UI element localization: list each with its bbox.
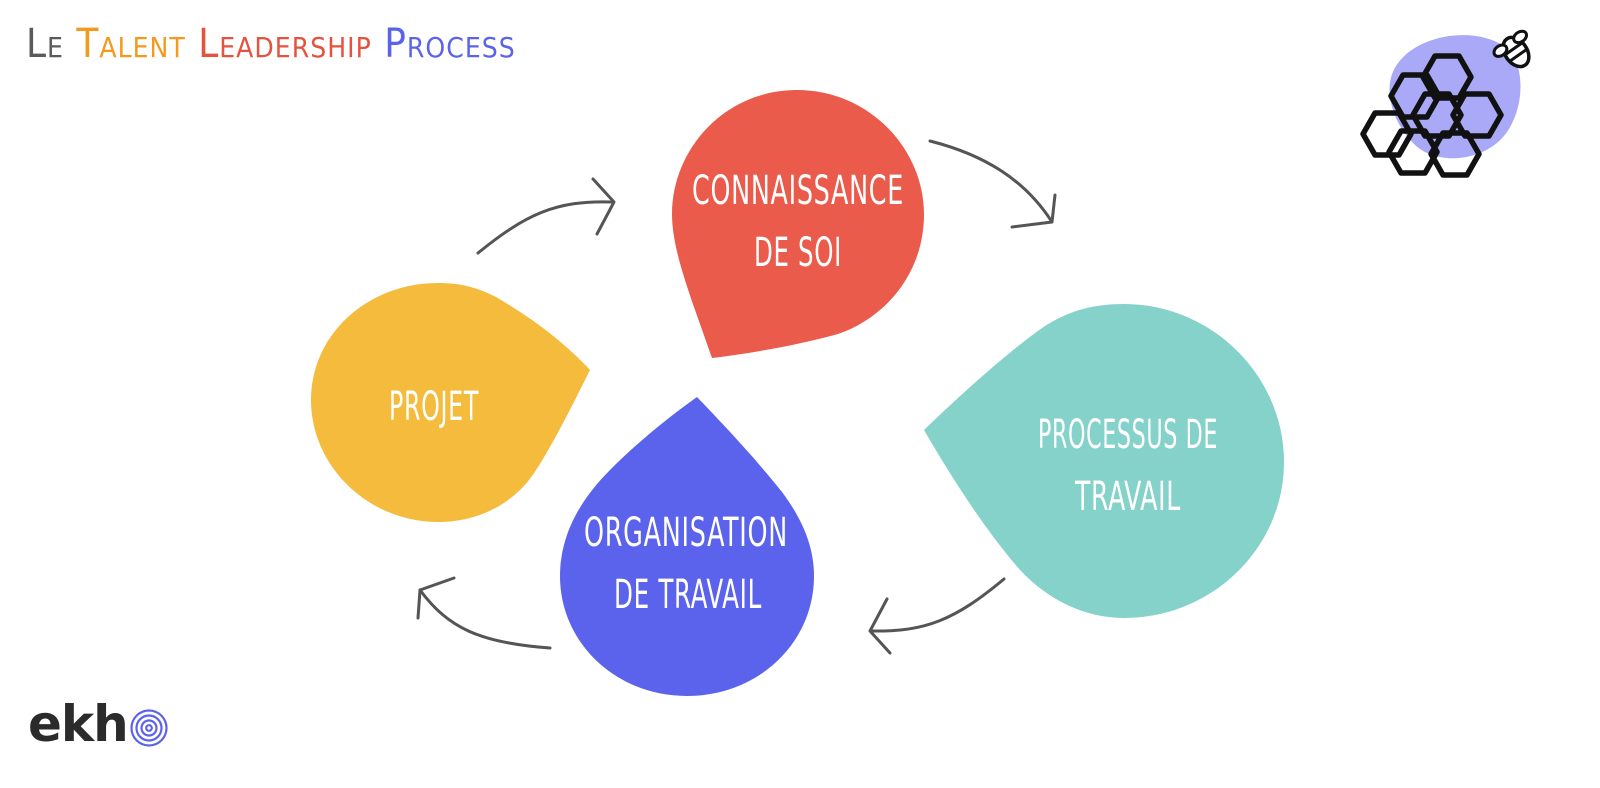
step-label-connaissance-line1: CONNAISSANCE (692, 168, 904, 214)
honeycomb-cells-icon (1360, 53, 1504, 178)
arrow-connaissance-to-processus (928, 139, 1057, 229)
arrow-processus-to-organisation (868, 577, 1006, 655)
title-word-talent: Talent (76, 21, 186, 67)
step-label-processus-line2: TRAVAIL (1074, 474, 1181, 520)
honeycomb-bee-icon (1360, 29, 1531, 178)
ekho-logo-text: ekh (28, 695, 129, 753)
bee-icon (1492, 29, 1531, 69)
step-drop-connaissance (672, 90, 924, 358)
step-drop-projet (311, 283, 590, 522)
ekho-concentric-circles-icon (130, 709, 168, 747)
title-word-process: Process (384, 21, 516, 67)
step-label-organisation-line2: DE TRAVAIL (614, 572, 762, 618)
page-title: Le Talent Leadership Process (26, 24, 516, 64)
ekho-logo: ekh (28, 694, 169, 754)
step-label-connaissance-line2: DE SOI (754, 230, 842, 276)
step-label-organisation-line1: ORGANISATION (584, 510, 788, 556)
step-label-projet-line1: PROJET (389, 384, 479, 430)
title-word-le: Le (26, 21, 64, 67)
arrow-organisation-to-projet (416, 576, 552, 650)
step-drop-processus (924, 304, 1284, 618)
step-drop-organisation (560, 397, 814, 696)
arrow-projet-to-connaissance (476, 177, 616, 255)
title-word-leadership: Leadership (198, 21, 372, 67)
step-label-processus-line1: PROCESSUS DE (1038, 412, 1218, 458)
